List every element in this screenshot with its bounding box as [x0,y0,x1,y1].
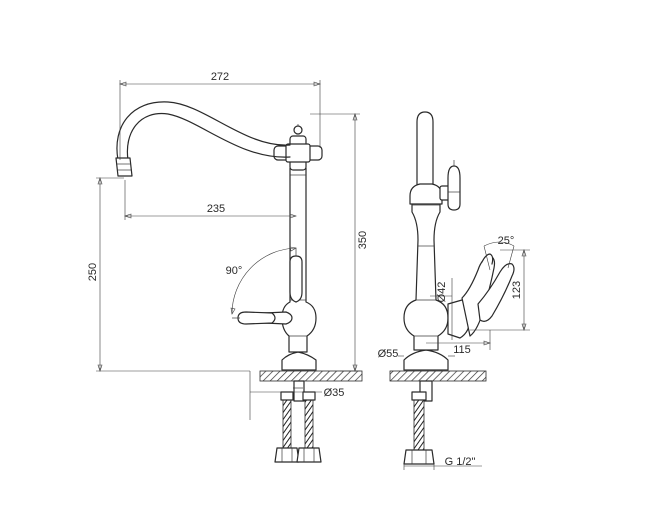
front-lever-up [289,255,303,303]
side-lever-tilted [477,263,515,322]
dim-base-diameter: Ø35 [324,387,345,399]
front-shank [293,380,305,402]
front-spout [126,112,291,161]
dim-flange-diameter: Ø55 [378,348,399,360]
dim-body-diameter: Ø42 [436,282,448,303]
side-body [403,199,449,351]
side-dimensions: Ø42 Ø55 115 123 25° G 1/2" [378,235,530,470]
dim-lever-angle: 25° [498,235,515,247]
front-aerator [115,157,133,177]
front-countertop [259,370,363,382]
side-base-flange [403,349,449,371]
dim-overall-height: 350 [357,231,369,249]
dim-spout-reach: 235 [207,203,225,215]
front-nut-left [274,447,300,463]
dim-lever-rotation: 90° [226,265,243,277]
side-view [389,111,515,465]
dim-connection-thread: G 1/2" [445,456,476,468]
front-lever-handle [237,311,276,325]
side-nut [403,449,435,465]
front-view [115,101,363,463]
side-hose [413,397,425,451]
dim-lever-height: 123 [511,281,523,299]
front-base-flange [281,351,317,371]
lever-rotation-arc [231,247,297,315]
lever-angle-arc [483,241,515,247]
side-countertop [389,370,487,382]
dim-spout-height: 250 [87,263,99,281]
dim-side-depth: 115 [453,344,471,356]
dim-overall-reach: 272 [211,71,229,83]
front-hose-right [304,397,314,449]
front-dimensions: 272 235 250 350 90° Ø35 [87,71,369,420]
front-hose-left [282,397,292,449]
side-spout-neck [416,111,434,201]
side-top-cap [447,165,461,211]
front-nut-right [296,447,322,463]
